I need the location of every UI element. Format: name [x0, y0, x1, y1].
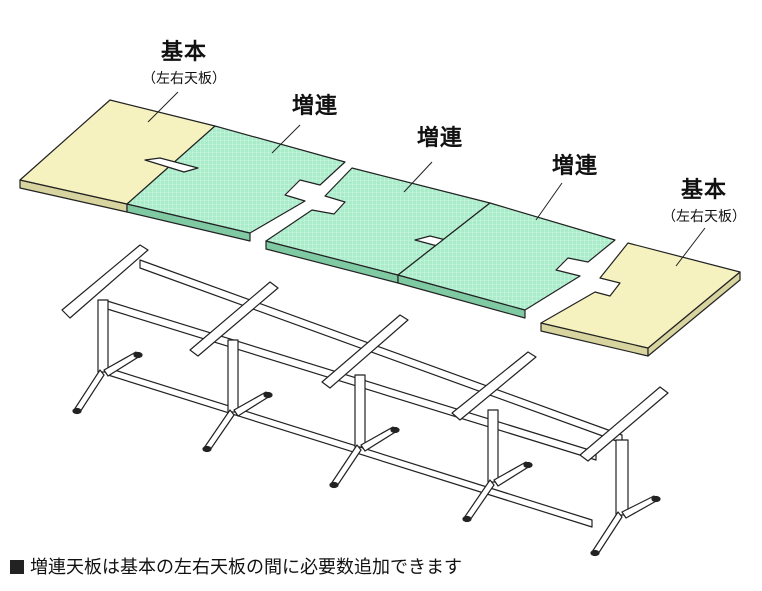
leg-5	[590, 439, 661, 557]
cross-beam-1	[61, 244, 149, 319]
panel-add-3	[397, 202, 616, 319]
panel-add-1-top	[126, 125, 346, 234]
leg-4	[462, 409, 533, 523]
cross-beam-3	[321, 314, 409, 389]
panel-right-basic-top	[540, 242, 741, 349]
leg-3	[329, 374, 400, 489]
square-bullet-icon	[10, 560, 24, 574]
leader-lines	[147, 91, 706, 267]
cross-beam-4	[451, 351, 537, 421]
panel-add-3-top	[397, 202, 616, 311]
label-right-basic: 基本 （左右天板）	[662, 178, 746, 225]
rail-mid	[103, 299, 597, 461]
label-add-3: 増連	[551, 154, 598, 179]
table-top-panels	[19, 99, 741, 357]
panel-add-1	[126, 125, 346, 242]
rail-low	[107, 367, 593, 528]
label-left-basic: 基本 （左右天板）	[142, 40, 226, 87]
leg-1	[72, 299, 143, 415]
caption: 増連天板は基本の左右天板の間に必要数追加できます	[10, 553, 462, 579]
label-add-1: 増連	[291, 94, 338, 119]
panel-right-basic	[540, 242, 741, 357]
caption-text: 増連天板は基本の左右天板の間に必要数追加できます	[30, 557, 462, 578]
leg-2	[202, 339, 273, 453]
label-add-2: 増連	[416, 126, 463, 151]
table-frame	[61, 244, 669, 557]
cross-beam-5	[579, 386, 669, 462]
cross-beam-2	[189, 281, 279, 357]
